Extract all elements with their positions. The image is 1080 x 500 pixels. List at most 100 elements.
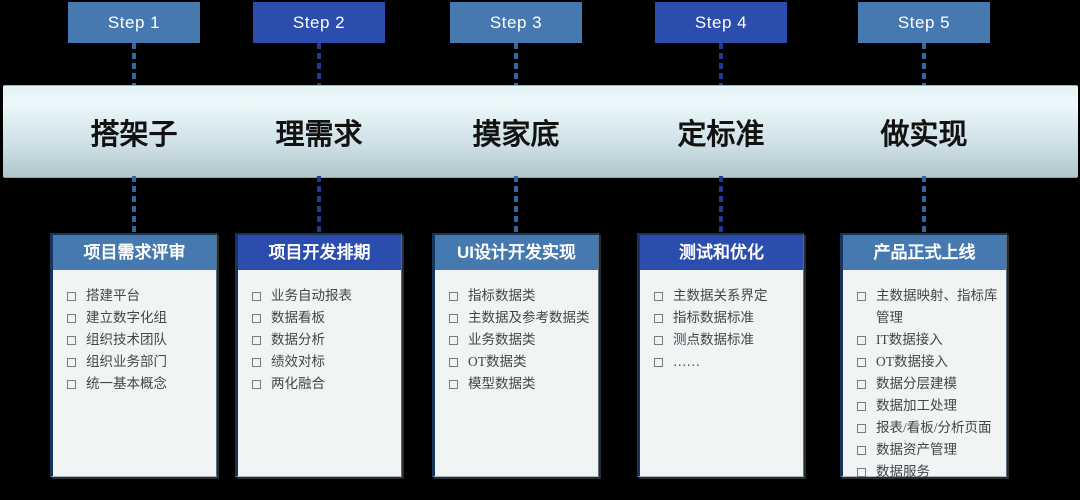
connector-dashed-line [317, 43, 321, 85]
card-item-label: OT数据类 [468, 354, 527, 369]
connector-dashed-line [719, 43, 723, 85]
card-test-and-optimize: 测试和优化 主数据关系界定指标数据标准测点数据标准 …… [637, 233, 804, 477]
square-bullet-icon [654, 358, 663, 367]
card-item: OT数据接入 [853, 351, 998, 373]
card-item-label: 主数据关系界定 [673, 288, 768, 303]
card-item: 主数据映射、指标库管理 [853, 285, 998, 329]
card-item-label: 模型数据类 [468, 376, 536, 391]
square-bullet-icon [67, 336, 76, 345]
card-item: 绩效对标 [248, 351, 393, 373]
card-item: 测点数据标准 [650, 329, 795, 351]
card-item: 指标数据类 [445, 285, 590, 307]
card-title: 测试和优化 [640, 235, 803, 270]
phase-label-2: 理需求 [275, 118, 363, 151]
card-item: 统一基本概念 [63, 373, 208, 395]
phase-bar: 搭架子 理需求 摸家底 定标准 做实现 [3, 85, 1078, 178]
card-item: 搭建平台 [63, 285, 208, 307]
square-bullet-icon [252, 292, 261, 301]
card-item-label: 统一基本概念 [86, 376, 167, 391]
square-bullet-icon [67, 314, 76, 323]
card-item: 两化融合 [248, 373, 393, 395]
square-bullet-icon [857, 380, 866, 389]
connector-dashed-line [922, 176, 926, 233]
card-item-label: 指标数据类 [468, 288, 536, 303]
card-item-label: 搭建平台 [86, 288, 140, 303]
square-bullet-icon [67, 358, 76, 367]
card-item-label: 业务自动报表 [271, 288, 352, 303]
card-item-label: 组织技术团队 [86, 332, 167, 347]
card-item: 数据分层建模 [853, 373, 998, 395]
card-ui-design-dev: UI设计开发实现 指标数据类主数据及参考数据类业务数据类 OT数据类模型数据类 [432, 233, 599, 477]
step-badge-label: Step 5 [897, 12, 951, 32]
card-item: 模型数据类 [445, 373, 590, 395]
square-bullet-icon [449, 380, 458, 389]
step-badge-5: Step 5 [858, 2, 990, 43]
card-item-label: IT数据接入 [876, 332, 943, 347]
card-title: 项目开发排期 [238, 235, 401, 270]
square-bullet-icon [449, 336, 458, 345]
card-item-list: 搭建平台建立数字化组组织技术团队组织业务部门统一基本概念 [53, 270, 216, 395]
card-item-label: 数据分析 [271, 332, 325, 347]
square-bullet-icon [67, 292, 76, 301]
card-item-label: 主数据及参考数据类 [468, 310, 590, 325]
card-item-label: OT数据接入 [876, 354, 948, 369]
card-item-label: …… [673, 354, 700, 369]
card-item-label: 数据服务 [876, 464, 930, 479]
card-item: 数据服务 [853, 461, 998, 483]
card-item-list: 主数据关系界定指标数据标准测点数据标准 …… [640, 270, 803, 373]
card-item: 主数据及参考数据类 [445, 307, 590, 329]
connector-dashed-line [132, 43, 136, 85]
connector-dashed-line [317, 176, 321, 233]
card-item: 数据资产管理 [853, 439, 998, 461]
square-bullet-icon [857, 402, 866, 411]
card-item: …… [650, 351, 795, 373]
square-bullet-icon [654, 336, 663, 345]
card-item: 数据看板 [248, 307, 393, 329]
card-item-label: 测点数据标准 [673, 332, 754, 347]
square-bullet-icon [857, 468, 866, 477]
card-item-label: 绩效对标 [271, 354, 325, 369]
step-badge-label: Step 1 [107, 12, 161, 32]
card-item: 主数据关系界定 [650, 285, 795, 307]
card-item: IT数据接入 [853, 329, 998, 351]
step-badge-label: Step 2 [292, 12, 346, 32]
card-item: 指标数据标准 [650, 307, 795, 329]
connector-dashed-line [719, 176, 723, 233]
card-item-list: 业务自动报表数据看板数据分析绩效对标两化融合 [238, 270, 401, 395]
phase-label-5: 做实现 [880, 118, 968, 151]
phase-label-4: 定标准 [677, 118, 765, 151]
phase-label-3: 摸家底 [472, 118, 560, 151]
card-title: 产品正式上线 [843, 235, 1006, 270]
card-item: 组织技术团队 [63, 329, 208, 351]
square-bullet-icon [857, 292, 866, 301]
square-bullet-icon [252, 358, 261, 367]
connector-dashed-line [132, 176, 136, 233]
connector-dashed-line [514, 43, 518, 85]
card-item-label: 数据分层建模 [876, 376, 957, 391]
card-item-label: 业务数据类 [468, 332, 536, 347]
card-item-list: 指标数据类主数据及参考数据类业务数据类 OT数据类模型数据类 [435, 270, 598, 395]
card-item-label: 组织业务部门 [86, 354, 167, 369]
card-item-label: 主数据映射、指标库管理 [876, 288, 998, 325]
connector-dashed-line [514, 176, 518, 233]
card-item-label: 数据加工处理 [876, 398, 957, 413]
step-badge-label: Step 4 [694, 12, 748, 32]
card-item-label: 数据资产管理 [876, 442, 957, 457]
card-item-label: 指标数据标准 [673, 310, 754, 325]
connector-dashed-line [922, 43, 926, 85]
square-bullet-icon [857, 358, 866, 367]
card-item: 建立数字化组 [63, 307, 208, 329]
card-item-label: 两化融合 [271, 376, 325, 391]
card-item: 数据分析 [248, 329, 393, 351]
square-bullet-icon [449, 358, 458, 367]
square-bullet-icon [252, 314, 261, 323]
card-title: UI设计开发实现 [435, 235, 598, 270]
card-project-requirement-review: 项目需求评审 搭建平台建立数字化组组织技术团队组织业务部门统一基本概念 [50, 233, 217, 477]
step-badge-3: Step 3 [450, 2, 582, 43]
square-bullet-icon [654, 314, 663, 323]
step-badge-2: Step 2 [253, 2, 385, 43]
card-item-label: 数据看板 [271, 310, 325, 325]
square-bullet-icon [67, 380, 76, 389]
